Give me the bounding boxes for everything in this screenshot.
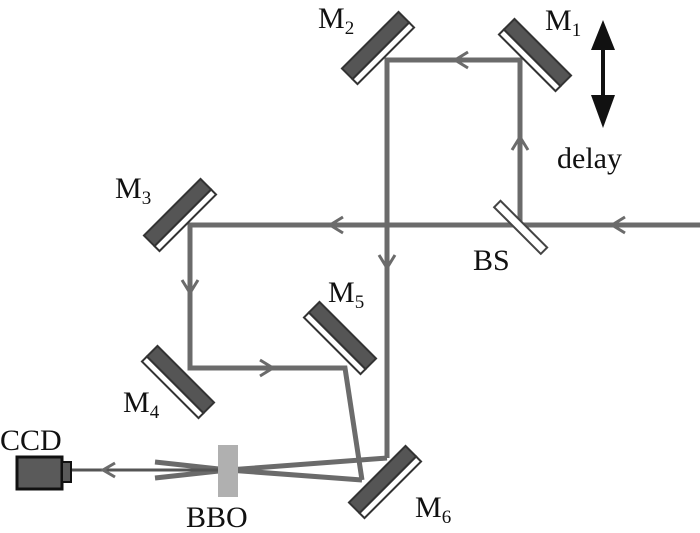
label-m3: M3 — [115, 172, 151, 209]
arrow-down-right — [377, 254, 397, 271]
label-bbo: BBO — [186, 501, 248, 533]
mirror-m5 — [302, 300, 378, 376]
beam-arm-reference — [187, 222, 700, 481]
label-bs: BS — [473, 244, 510, 277]
label-delay: delay — [557, 142, 622, 175]
label-ccd: CCD — [0, 424, 62, 457]
beam-paths — [72, 50, 700, 483]
label-m5: M5 — [328, 276, 364, 313]
label-m2: M2 — [318, 2, 354, 39]
mirror-m3 — [142, 177, 218, 253]
delay-arrow-icon — [591, 20, 615, 128]
arrow-right — [259, 358, 276, 378]
arrow-down-left — [180, 279, 200, 296]
beam-m6-to-bbo-upper — [154, 455, 388, 473]
arrow-input — [609, 215, 626, 235]
arrow-to-ccd — [100, 461, 116, 479]
bbo-crystal — [218, 445, 238, 497]
arrow-up — [510, 134, 530, 151]
label-m4: M4 — [123, 386, 160, 423]
arrow-left-mid — [327, 215, 344, 235]
arrow-left-top — [452, 50, 469, 70]
label-m6: M6 — [415, 491, 451, 528]
label-m1: M1 — [545, 4, 581, 41]
beam-splitter — [492, 199, 549, 256]
ccd-camera-icon — [15, 455, 72, 491]
